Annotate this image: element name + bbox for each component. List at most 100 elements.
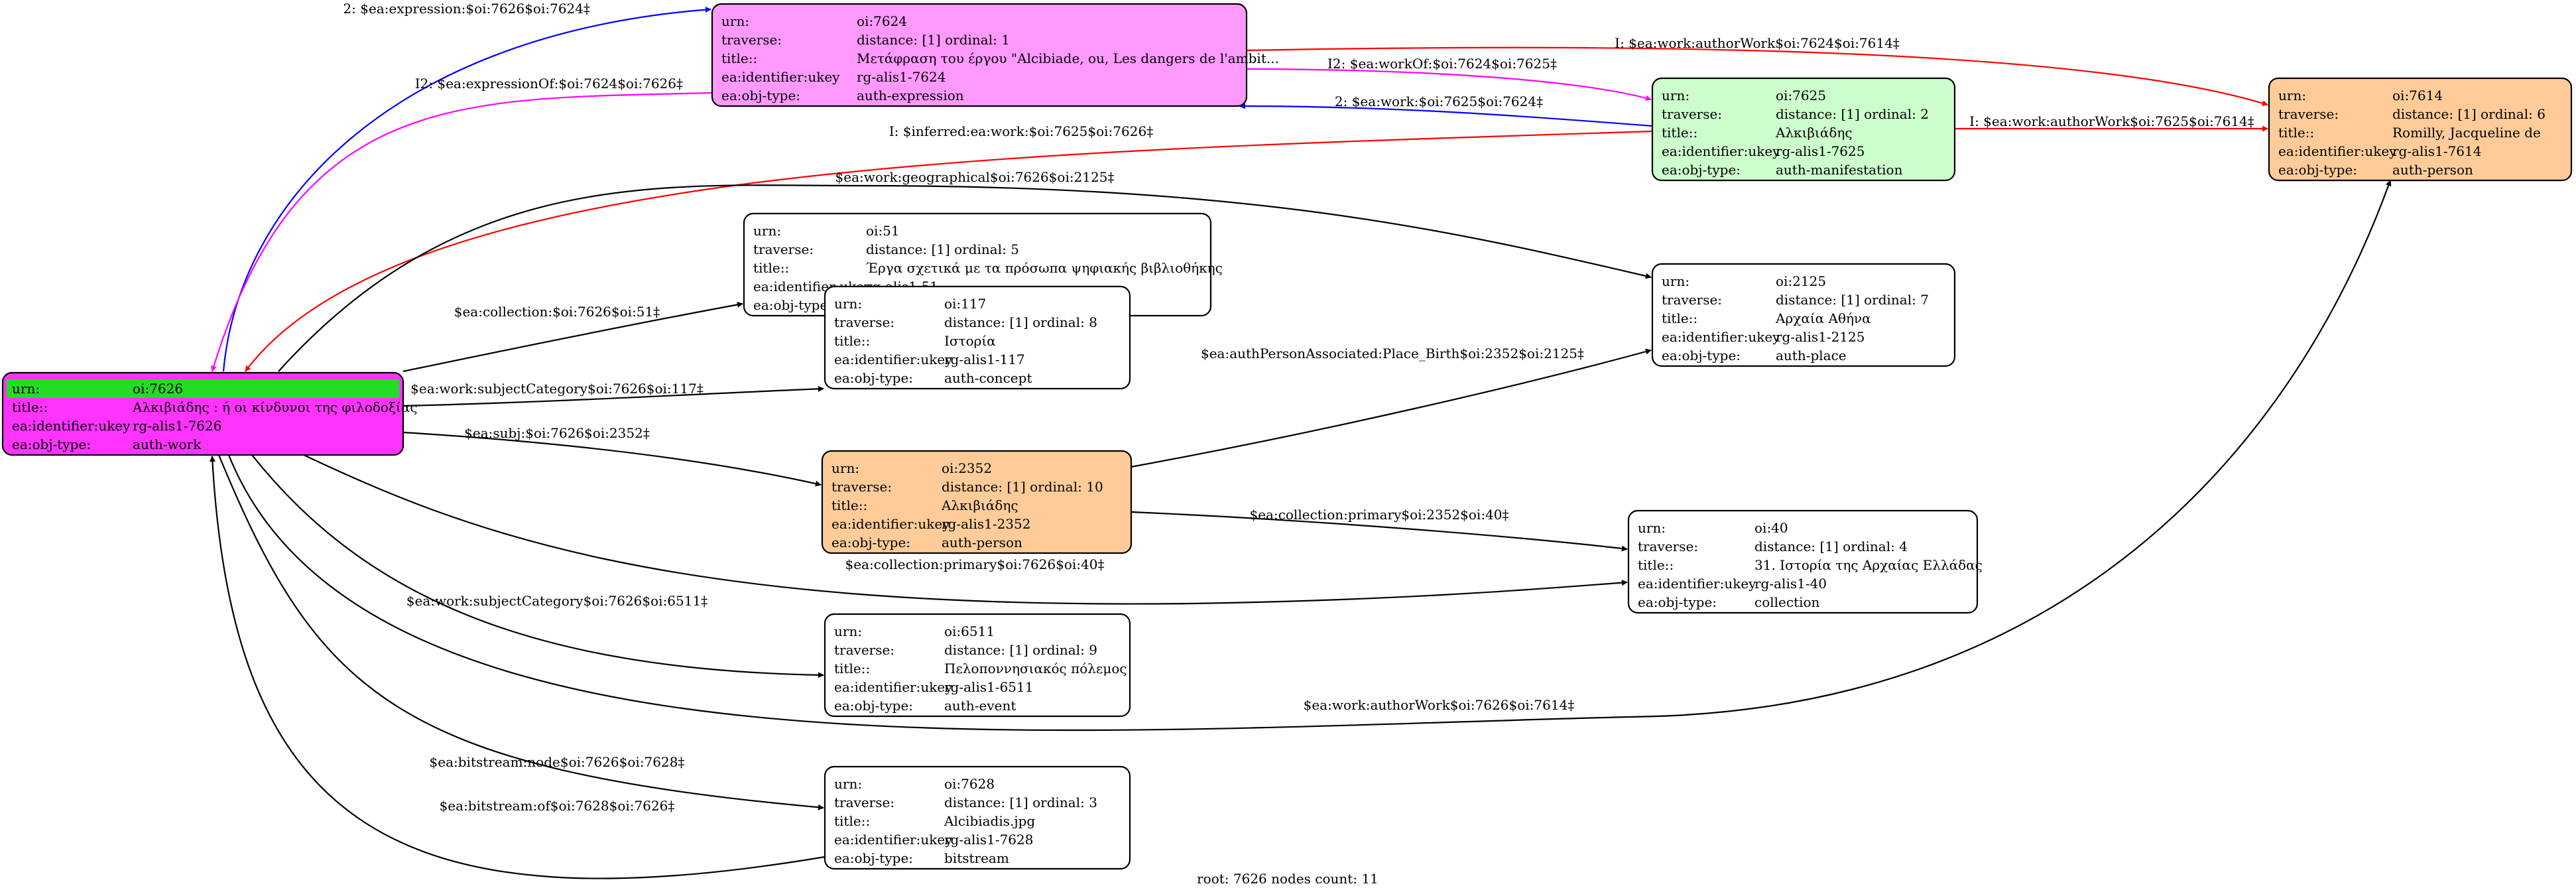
- field-value-title: Έργα σχετικά με τα πρόσωπα ψηφιακής βιβλ…: [866, 260, 1223, 276]
- edge-line: [209, 456, 826, 879]
- field-label: traverse:: [2278, 106, 2339, 122]
- node-box: [821, 450, 1133, 554]
- edge-label: $ea:work:authorWork$oi:7626$oi:7614‡: [1304, 697, 1575, 713]
- field-value-type: auth-person: [942, 535, 1022, 550]
- field-value-title: Ιστορία: [944, 333, 996, 349]
- node-box: [824, 613, 1131, 718]
- edge-line: [402, 385, 824, 407]
- edge-line: [251, 454, 824, 678]
- edge-e2: I2: $ea:expressionOf:$oi:7624$oi:7626‡: [211, 76, 713, 372]
- field-label: traverse:: [834, 642, 894, 658]
- field-label: urn:: [1638, 520, 1666, 536]
- field-label: title::: [1662, 125, 1697, 141]
- edge-e10: $ea:work:subjectCategory$oi:7626$oi:117‡: [402, 381, 824, 407]
- edge-label: I: $ea:work:authorWork$oi:7624$oi:7614‡: [1615, 35, 1900, 51]
- field-value-traverse: distance: [1] ordinal: 6: [2392, 106, 2545, 122]
- field-value-urn: oi:40: [1754, 520, 1788, 536]
- edge-e6: I: $ea:work:authorWork$oi:7625$oi:7614‡: [1955, 113, 2268, 132]
- field-value-title: Μετάφραση του έργου "Alcibiade, ou, Les …: [857, 50, 1279, 66]
- edge-label: $ea:work:subjectCategory$oi:7626$oi:117‡: [410, 381, 704, 397]
- field-value-traverse: distance: [1] ordinal: 4: [1754, 539, 1908, 554]
- field-label: traverse:: [834, 314, 894, 330]
- field-label: traverse:: [1662, 106, 1722, 122]
- field-label: traverse:: [1662, 292, 1722, 308]
- field-value-urn: oi:2125: [1776, 273, 1826, 289]
- footer-caption: root: 7626 nodes count: 11: [1197, 871, 1379, 887]
- field-value-traverse: distance: [1] ordinal: 9: [944, 642, 1097, 658]
- field-value-urn: oi:7628: [944, 776, 995, 792]
- edge-e9: $ea:collection:$oi:7626$oi:51‡: [402, 302, 743, 373]
- field-label: ea:obj-type:: [721, 88, 800, 103]
- field-label: ea:obj-type:: [834, 698, 913, 714]
- edges-layer: 2: $ea:expression:$oi:7626$oi:7624‡ I2: $…: [209, 1, 2392, 879]
- field-value-traverse: distance: [1] ordinal: 5: [866, 241, 1019, 257]
- field-value-traverse: distance: [1] ordinal: 10: [942, 479, 1103, 495]
- field-label: traverse:: [753, 241, 814, 257]
- edge-e13: $ea:collection:primary$oi:2352$oi:40‡: [1131, 507, 1628, 552]
- edge-label: 2: $ea:expression:$oi:7626$oi:7624‡: [343, 1, 590, 17]
- field-label: title::: [1662, 310, 1697, 326]
- field-label: title::: [1638, 557, 1674, 573]
- field-value-ukey: rg-alis1-7625: [1776, 143, 1865, 159]
- edge-e11: $ea:authPersonAssociated:Place_Birth$oi:…: [1131, 346, 1652, 468]
- field-label: ea:identifier:ukey: [834, 832, 953, 848]
- edge-line: [1246, 68, 1652, 101]
- field-value-title: Αλκιβιάδης : ή οι κίνδυνοι της φιλοδοξία…: [132, 399, 418, 415]
- field-label: ea:obj-type:: [1638, 594, 1717, 610]
- field-label: ea:identifier:ukey: [1662, 329, 1780, 345]
- edge-e8: $ea:work:geographical$oi:7626$oi:2125‡: [278, 169, 1652, 372]
- edge-e14: $ea:collection:primary$oi:7626$oi:40‡: [303, 454, 1628, 605]
- field-label: title::: [2278, 125, 2314, 141]
- field-value-title: Πελοποννησιακός πόλεμος: [944, 661, 1127, 676]
- edge-label: $ea:collection:primary$oi:2352$oi:40‡: [1249, 507, 1508, 523]
- field-label: urn:: [2278, 88, 2306, 103]
- field-value-type: auth-work: [133, 436, 202, 452]
- edge-label: I2: $ea:expressionOf:$oi:7624$oi:7626‡: [415, 76, 683, 92]
- edge-label: I: $ea:work:authorWork$oi:7625$oi:7614‡: [1969, 113, 2254, 129]
- field-label: title::: [834, 813, 870, 829]
- edge-e1: 2: $ea:expression:$oi:7626$oi:7624‡: [222, 1, 711, 372]
- field-value-ukey: rg-alis1-7624: [857, 69, 946, 85]
- field-value-urn: oi:7624: [857, 13, 907, 29]
- field-label: ea:identifier:ukey: [834, 679, 953, 695]
- field-value-urn: oi:51: [866, 223, 900, 239]
- edge-e15: $ea:work:subjectCategory$oi:7626$oi:6511…: [251, 454, 824, 678]
- field-value-urn: oi:2352: [942, 460, 992, 476]
- field-label: title::: [831, 497, 867, 513]
- field-value-type: collection: [1754, 594, 1820, 610]
- field-label: ea:obj-type:: [834, 370, 913, 386]
- edge-line: [402, 431, 822, 487]
- node-box: [1651, 77, 1956, 182]
- field-label: traverse:: [834, 795, 894, 810]
- node-box: [824, 765, 1131, 870]
- field-value-urn: oi:117: [944, 296, 986, 312]
- field-value-type: auth-manifestation: [1776, 162, 1903, 178]
- field-label: ea:identifier:ukey: [834, 351, 953, 367]
- node-box: [711, 3, 1248, 107]
- field-value-ukey: rg-alis1-40: [1754, 576, 1827, 592]
- field-label: ea:identifier:ukey: [1638, 576, 1756, 592]
- edge-e3: I: $ea:work:authorWork$oi:7624$oi:7614‡: [1246, 35, 2268, 106]
- field-label: ea:identifier:ukey: [12, 418, 131, 434]
- field-value-title: 31. Ιστορία της Αρχαίας Ελλάδας: [1754, 557, 1983, 573]
- edge-line: [1131, 348, 1652, 468]
- field-label: ea:obj-type:: [834, 850, 913, 866]
- field-value-type: auth-place: [1776, 348, 1847, 363]
- node-box: [824, 285, 1131, 390]
- field-value-urn: oi:7626: [133, 381, 183, 397]
- field-value-type: auth-expression: [857, 88, 964, 103]
- field-label: ea:obj-type:: [2278, 162, 2357, 178]
- edge-label: $ea:work:geographical$oi:7626$oi:2125‡: [835, 169, 1115, 185]
